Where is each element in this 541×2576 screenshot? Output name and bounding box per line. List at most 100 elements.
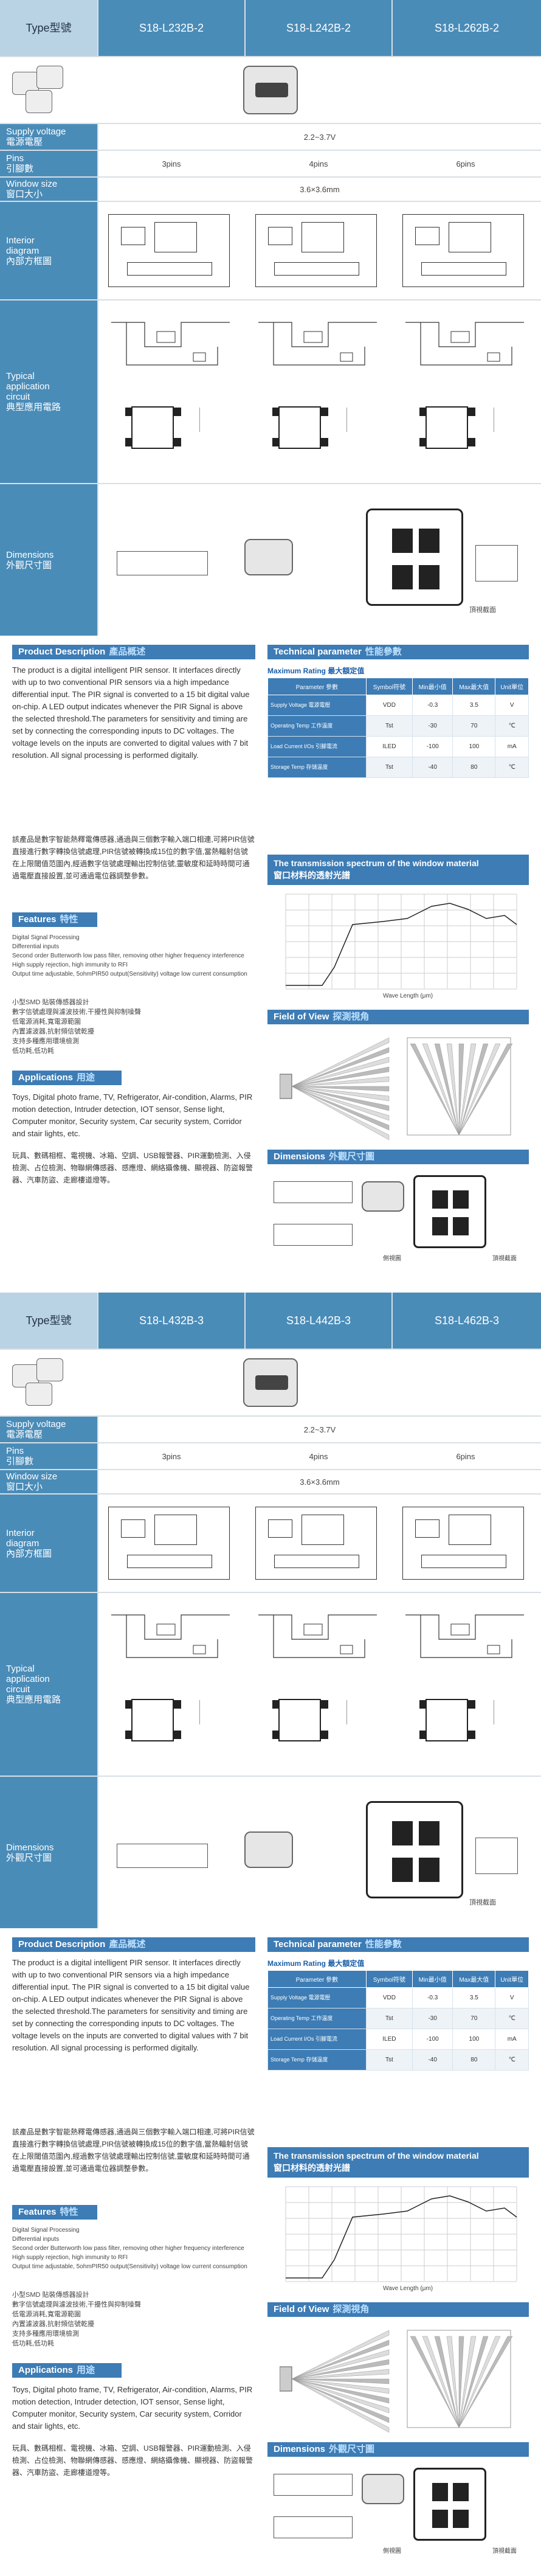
row-pins-content — [98, 151, 541, 176]
diagram-block — [127, 262, 212, 276]
pin-pad — [125, 1731, 133, 1739]
row-label-line: 典型應用電路 — [6, 1695, 61, 1705]
table-cell: -40 — [412, 2049, 453, 2071]
section-title: Features — [18, 2207, 57, 2217]
row-label-line: Window size — [6, 179, 58, 189]
table-header-cell: Symbol符號 — [365, 1970, 413, 1988]
top-view-drawing — [366, 509, 463, 606]
section-title-cn: 特性 — [60, 2207, 78, 2217]
sensor-chip-image — [36, 66, 63, 89]
pins-value: 3pins — [162, 159, 181, 168]
table-cell: ℃ — [495, 2008, 529, 2029]
product-images-row — [0, 1350, 541, 1415]
row-label-line: Supply voltage — [6, 127, 66, 137]
pinout-diagram — [267, 395, 334, 462]
diagram-block — [421, 262, 506, 276]
product-description-en: The product is a digital intelligent PIR… — [12, 665, 250, 760]
diagram-block — [121, 1519, 145, 1538]
top-view-drawing — [413, 1175, 486, 1248]
table-header-cell: Unit單位 — [495, 678, 529, 695]
pin-pad — [174, 1731, 181, 1739]
row-window-content — [98, 178, 541, 201]
table-header-cell: Max最大值 — [452, 678, 496, 695]
row-label-line: diagram — [6, 1538, 40, 1549]
table-cell: Tst — [365, 2049, 413, 2071]
transmission-chart: Wave Length (μm) — [267, 2181, 529, 2296]
pinout-chip — [131, 406, 174, 449]
model-header: S18-L432B-3 — [98, 1293, 244, 1349]
pin-pad — [272, 438, 280, 446]
table-cell: 3.5 — [452, 695, 496, 716]
pins-value: 4pins — [309, 159, 328, 168]
product-description-cn: 該產品是數字智能熱釋電傳感器,通過與三個數字輸入端口相連,可將PIR信號直接進行… — [12, 2128, 255, 2173]
diagram-block — [121, 227, 145, 245]
pin-pad — [468, 1700, 475, 1709]
pin-pad — [272, 1731, 280, 1739]
applications-cn: 玩具、數碼相框、電視機、冰箱、空調、USB報警器、PIR運動檢測、入侵檢測、占位… — [12, 2444, 253, 2477]
row-label-line: circuit — [6, 1684, 30, 1695]
dimension-note: 頂視截面 — [469, 1899, 496, 1906]
table-cell: Supply Voltage 電源電壓 — [267, 695, 367, 716]
bottom-view-drawing — [274, 2516, 353, 2538]
section-title-cn: 外觀尺寸圖 — [329, 2444, 375, 2454]
pin-pad — [419, 438, 427, 446]
sensor-photos — [12, 66, 73, 114]
model-header: S18-L232B-2 — [98, 0, 244, 56]
pad — [432, 1190, 448, 1209]
dimension-drawings: 頂視截面 — [98, 484, 541, 636]
table-header-cell: Parameter 參數 — [267, 1970, 367, 1988]
table-cell: ℃ — [495, 715, 529, 737]
section-title: Product Description — [18, 1939, 106, 1949]
dimension-label-side: 側視圖 — [383, 2548, 401, 2555]
x-axis-label: Wave Length (μm) — [383, 2285, 433, 2292]
transmission-spectrum-header: The transmission spectrum of the window … — [267, 2147, 529, 2178]
feature-item: Output time adjustable, 5ohmPIR50 output… — [12, 971, 247, 977]
bottom-view-drawing — [274, 1224, 353, 1246]
transmission-spectrum-header: The transmission spectrum of the window … — [267, 855, 529, 885]
sensor-chip-image — [26, 1383, 52, 1406]
diagram-block — [449, 222, 491, 252]
type-header: Type型號 — [0, 0, 97, 56]
row-label-line: 外觀尺寸圖 — [6, 1852, 52, 1863]
table-cell: -0.3 — [412, 695, 453, 716]
window-size-value: 3.6×3.6mm — [300, 1477, 340, 1487]
pinout-diagram — [415, 1688, 481, 1755]
pin-pad — [321, 408, 328, 416]
row-label-line: Pins — [6, 1446, 24, 1456]
diagram-block — [415, 227, 439, 245]
row-typical-content — [98, 1593, 541, 1776]
table-header-cell: Min最小值 — [412, 678, 453, 695]
diagram-block — [274, 262, 359, 276]
diagram-block — [268, 1519, 292, 1538]
pin-pad — [321, 1731, 328, 1739]
row-window-content — [98, 1470, 541, 1493]
pad — [419, 1858, 439, 1882]
model-header: S18-L242B-2 — [246, 0, 391, 56]
pins-value: 6pins — [456, 159, 475, 168]
sensor-chip-image — [362, 1181, 404, 1212]
maximum-rating-label: Maximum Rating 最大額定值 — [267, 1959, 365, 1968]
row-label-line: 外觀尺寸圖 — [6, 560, 52, 571]
diagram-block — [154, 1515, 197, 1545]
table-cell: -0.3 — [412, 1987, 453, 2008]
pad — [453, 2510, 469, 2528]
feature-item: Second order Butterworth low pass filter… — [12, 953, 244, 959]
diagram-block — [127, 1555, 212, 1568]
application-circuit — [255, 310, 383, 377]
dimension-label-side: 側視圖 — [383, 1255, 401, 1262]
row-label-line: 窗口大小 — [6, 189, 43, 200]
row-label-line: Dimensions — [6, 1842, 54, 1853]
pad — [432, 2483, 448, 2501]
pad — [432, 2510, 448, 2528]
side-section-drawing — [475, 1838, 518, 1874]
sensor-chip-image — [244, 539, 293, 575]
